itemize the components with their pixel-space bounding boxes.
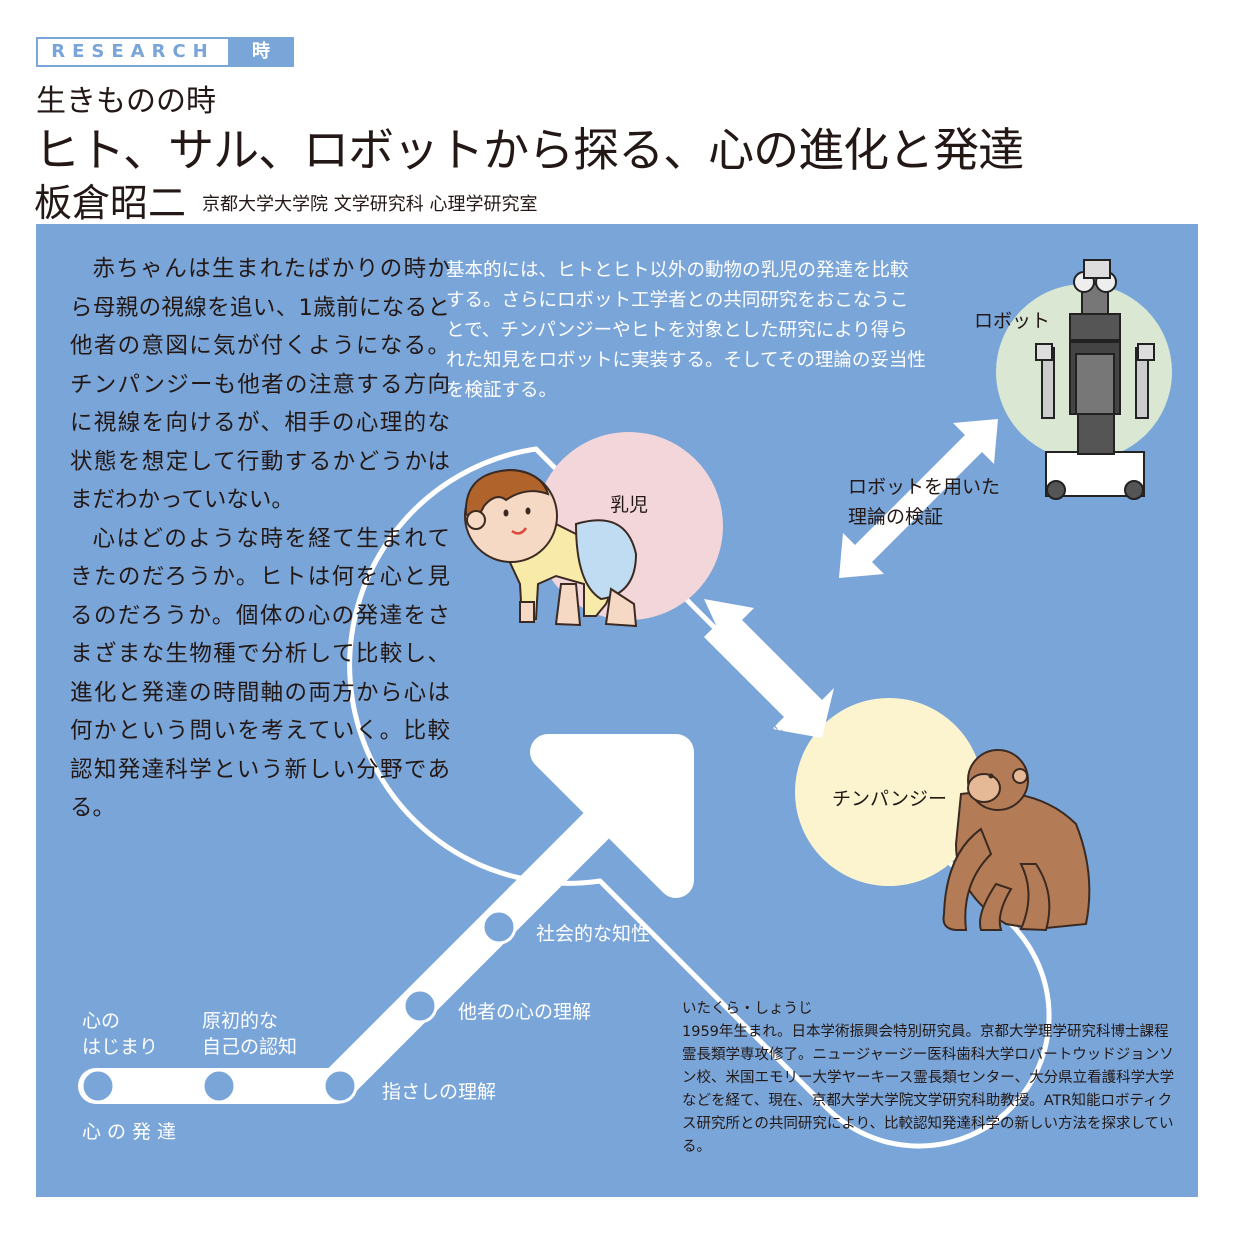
stage-label-5: 社会的な知性 [536,923,651,945]
lead-text: 赤ちゃんは生まれたばかりの時から母親の視線を追い、1歳前になると他者の意図に気が… [70,250,450,828]
bio-reading: いたくら・しょうじ [682,1001,813,1017]
baby-illustration [464,468,638,628]
page-title: ヒト、サル、ロボットから探る、心の進化と発達 [34,123,1024,177]
monkey-illustration [942,749,1091,932]
chimp-circle [795,698,983,886]
robot-verification-arrow [839,419,998,578]
robot-illustration [1035,259,1155,500]
stage-label-3: 指さしの理解 [382,1081,497,1103]
diagram-note: 基本的には、ヒトとヒト以外の動物の乳児の発達を比較する。さらにロボット工学者との… [446,260,926,401]
development-label: 心の発達 [82,1121,183,1143]
robot-arrow-label: ロボットを用いた 理論の検証 [848,476,1001,528]
stage-dot-1 [80,1068,116,1104]
lead-paragraph: 赤ちゃんは生まれたばかりの時から母親の視線を追い、1歳前になると他者の意図に気が… [70,256,450,513]
robot-label: ロボット [974,310,1051,332]
stage-label-4: 他者の心の理解 [458,1001,592,1023]
author-affiliation: 京都大学大学院 文学研究科 心理学研究室 [202,194,538,215]
stage-dot-3 [322,1068,358,1104]
series-title: 生きものの時 [36,84,216,119]
diagram-illustration [78,259,1172,1149]
stage-dot-4 [402,988,438,1024]
chimp-label: チンパンジー [832,788,947,810]
compare-arrow [704,599,834,738]
lead-paragraph: 心はどのような時を経て生まれてきたのだろうか。ヒトは何を心と見るのだろうか。個体… [70,525,450,822]
section-tag: RESEARCH 時 [36,37,294,67]
stage-dot-5 [481,909,517,945]
stage-label-1: 心の はじまり [82,1010,159,1058]
bio-text: 1959年生まれ。日本学術振興会特別研究員。京都大学理学研究科博士課程霊長類学専… [682,1024,1175,1155]
stage-label-2: 原初的な 自己の認知 [202,1010,298,1058]
research-tag: RESEARCH [36,37,230,67]
author-name: 板倉昭二 [34,181,187,225]
theme-tag: 時 [228,37,294,67]
infant-label: 乳児 [610,494,649,516]
stage-dot-2 [201,1068,237,1104]
feature-panel: 赤ちゃんは生まれたばかりの時から母親の視線を追い、1歳前になると他者の意図に気が… [36,224,1198,1197]
author-bio: いたくら・しょうじ 1959年生まれ。日本学術振興会特別研究員。京都大学理学研究… [682,998,1182,1159]
